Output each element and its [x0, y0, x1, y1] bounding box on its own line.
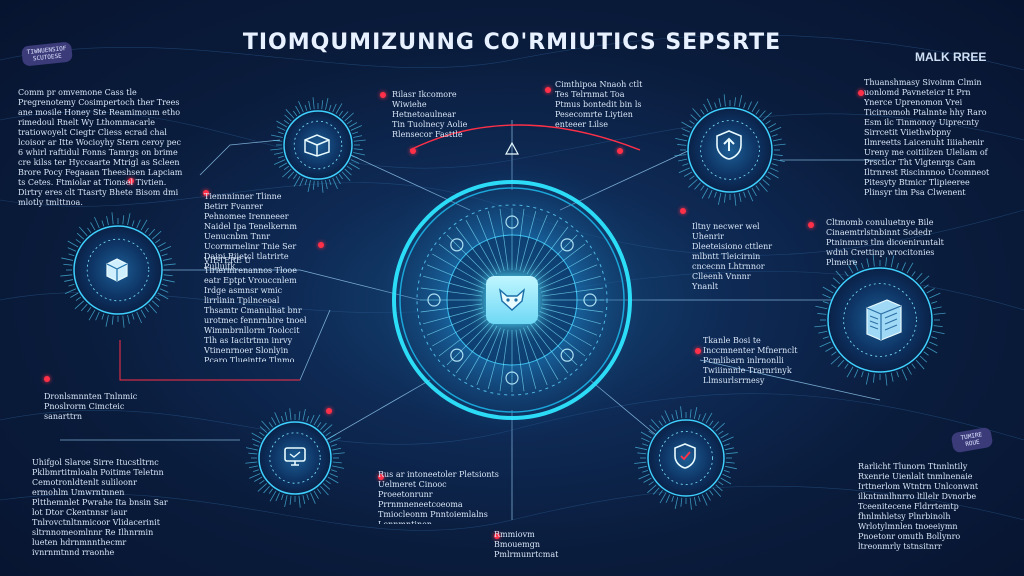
- core-ray: [432, 253, 487, 286]
- core-ray: [532, 320, 578, 366]
- core-ray: [487, 328, 505, 389]
- ring-glyph: [583, 293, 597, 307]
- core-ray: [519, 328, 537, 389]
- core-rays: [420, 208, 604, 392]
- core-ray: [426, 264, 485, 289]
- brand-label: MALK RREE: [915, 50, 987, 64]
- red-node-dot: [617, 148, 623, 154]
- core-ray: [540, 275, 601, 293]
- text-block-bottom-center: Rus ar intoneetoler Pletsionts Uelmeret …: [378, 470, 499, 524]
- core-ray: [420, 303, 483, 313]
- text-block-top-left: Comm pr omvemone Cass tle Pregrenotemy C…: [18, 88, 183, 207]
- core-ray: [539, 311, 598, 336]
- core-ray: [465, 220, 498, 275]
- ring-glyph: [505, 215, 519, 229]
- hub-left: [60, 212, 176, 328]
- triangle-marker-icon: [505, 142, 519, 156]
- red-node-dot: [318, 242, 324, 248]
- core-ray: [487, 211, 505, 272]
- red-node-dot: [494, 533, 500, 539]
- text-block-mid-left: VIETERE U Tiriermrenannos Tlooe eatr Ept…: [204, 256, 307, 362]
- core-ray: [499, 329, 509, 392]
- text-block-top-mid-right: Cimthipoa Nnaoh ctlt Tes Telrnmat Toa Pt…: [555, 80, 643, 129]
- ring-glyph: [560, 238, 574, 252]
- text-block-bottom-right: Rarlicht Tlunorn Ttnnlntily Rxenrie Uien…: [858, 462, 979, 551]
- text-block-top-center: Rilasr Ikcomore Wiwiehe Hetnetoaulnear T…: [392, 90, 468, 139]
- core-ray: [541, 303, 604, 313]
- core-ray: [515, 208, 525, 271]
- core-ray: [420, 287, 483, 297]
- core-ray: [532, 234, 578, 280]
- red-node-dot: [545, 87, 551, 93]
- core-ray: [465, 325, 498, 380]
- text-block-mid-left-upper: Tiennninner Tlinne Betirr Fvanrer Pehnom…: [204, 192, 297, 271]
- core-ray: [455, 226, 495, 277]
- fox-mask-icon: [486, 276, 538, 324]
- shield-upload-icon: [712, 128, 746, 162]
- left-red-line: [119, 340, 300, 381]
- core-ray: [519, 211, 537, 272]
- core-ray: [446, 320, 492, 366]
- core-ray: [438, 317, 489, 357]
- red-node-dot: [128, 178, 134, 184]
- text-block-right-upper: Cltmomb conuluetnye Bile Cinaemtrlstnbin…: [826, 218, 944, 267]
- core-ray: [541, 287, 604, 297]
- ring-glyph: [505, 371, 519, 385]
- red-node-dot: [326, 408, 332, 414]
- core-ray: [537, 253, 592, 286]
- text-block-bottom-center-low: Rmmiovm Bmouemgn Pmlrmunrtcmat: [494, 530, 559, 559]
- core-ray: [499, 208, 509, 271]
- monitor-icon: [280, 442, 310, 470]
- shield-icon: [670, 440, 700, 472]
- server-building-icon: [855, 290, 911, 346]
- red-node-dot: [378, 474, 384, 480]
- core-ray: [476, 327, 501, 386]
- core-ray: [526, 220, 559, 275]
- ring-glyph: [427, 293, 441, 307]
- text-block-bottom-mid-right: Tkanle Bosi te Inccmnenter Mfnernclt Pcm…: [703, 336, 798, 385]
- core-ray: [423, 307, 484, 325]
- cube-icon: [100, 254, 134, 286]
- ring-glyphs: [427, 215, 597, 385]
- core-ray: [523, 327, 548, 386]
- box-icon: [300, 130, 334, 160]
- red-node-dot: [203, 190, 209, 196]
- top-arc: [409, 124, 641, 151]
- core-ray: [432, 314, 487, 347]
- red-node-dot: [858, 90, 864, 96]
- page-title: TIOMQUMIZUNNG CO'RMIUTICS SEPSRTE: [242, 30, 782, 55]
- core-ray: [438, 243, 489, 283]
- core-ray: [423, 275, 484, 293]
- hub-bottom-left: [245, 408, 345, 508]
- core-ray: [539, 264, 598, 289]
- red-node-dot: [680, 208, 686, 214]
- ring-glyph: [450, 238, 464, 252]
- core-ray: [523, 214, 548, 273]
- red-node-dot: [410, 148, 416, 154]
- core-ray: [535, 317, 586, 357]
- red-node-dot: [695, 348, 701, 354]
- red-node-dot: [380, 92, 386, 98]
- satellite-hubs: [60, 94, 946, 510]
- core-ray: [476, 214, 501, 273]
- core-ray: [540, 307, 601, 325]
- core-ray: [537, 314, 592, 347]
- core-ray: [426, 311, 485, 336]
- text-block-bottom-left-upper: Dronlsmnnten Tnlnmic Pnoslrorm Cimcteic …: [44, 392, 138, 421]
- core-ray: [455, 323, 495, 374]
- ring-glyph: [560, 348, 574, 362]
- red-node-dot: [44, 376, 50, 382]
- red-node-dot: [808, 222, 814, 228]
- core-ray: [446, 234, 492, 280]
- text-block-mid-right-upper: Iltny necwer wel Uhenrir Dleeteisiono ct…: [692, 222, 773, 291]
- ring-glyph: [450, 348, 464, 362]
- core-ray: [535, 243, 586, 283]
- core-ray: [526, 325, 559, 380]
- text-block-bottom-left: Uhifgol Slaroe Sirre Itucstltrnc Pklbmrt…: [32, 458, 168, 557]
- core-ray: [529, 323, 569, 374]
- core-ray: [529, 226, 569, 277]
- text-block-top-right: Thuanshmasy Sivoinm Clmin uonlomd Pavnet…: [864, 78, 990, 197]
- core-ray: [515, 329, 525, 392]
